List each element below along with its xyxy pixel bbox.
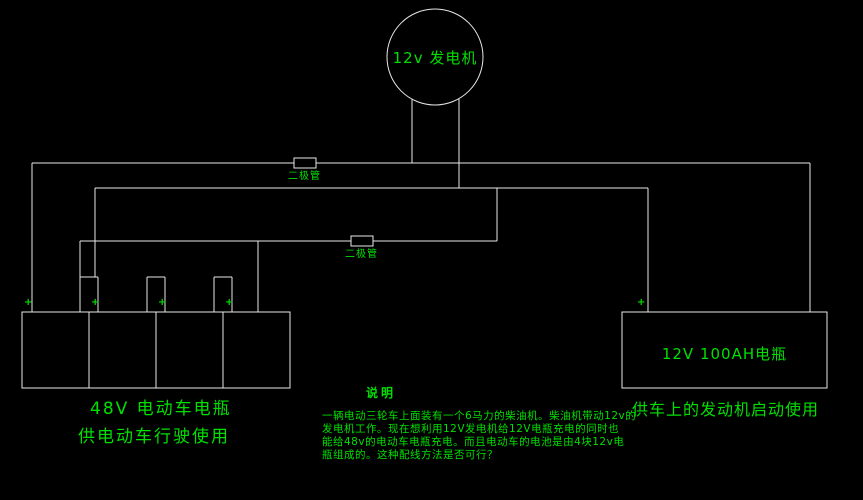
battery-12v-box <box>621 311 828 389</box>
plus-mark: + <box>225 297 234 308</box>
notes-line-1: 一辆电动三轮车上面装有一个6马力的柴油机。柴油机带动12v的 <box>322 410 637 422</box>
battery12v-label: 12V 100AH电瓶 <box>661 345 788 363</box>
diode-1-symbol <box>293 157 317 169</box>
battery-cell-4 <box>222 311 291 389</box>
plus-mark: + <box>24 297 33 308</box>
pack-caption-line1: 48V 电动车电瓶 <box>90 399 232 419</box>
plus-mark: + <box>158 297 167 308</box>
battery12v-caption: 供车上的发动机启动使用 <box>632 400 820 419</box>
notes-title: 说明 <box>366 386 397 400</box>
generator-circle <box>386 8 484 106</box>
notes-line-2: 发电机工作。现在想利用12V发电机给12V电瓶充电的同时也 <box>322 423 620 435</box>
diode-2-symbol <box>350 235 374 247</box>
pack-caption-line2: 供电动车行驶使用 <box>78 427 230 447</box>
generator-label: 12v 发电机 <box>392 49 478 67</box>
battery-cell-3 <box>155 311 224 389</box>
notes-line-4: 瓶组成的。这种配线方法是否可行？ <box>322 449 498 461</box>
diode-1-label: 二极管 <box>288 171 321 182</box>
plus-mark: + <box>637 297 646 308</box>
battery-cell-1 <box>21 311 90 389</box>
battery-cell-2 <box>88 311 157 389</box>
notes-line-3: 能给48v的电动车电瓶充电。而且电动车的电池是由4块12v电 <box>322 436 625 448</box>
diode-2-label: 二极管 <box>345 249 378 260</box>
plus-mark: + <box>91 297 100 308</box>
